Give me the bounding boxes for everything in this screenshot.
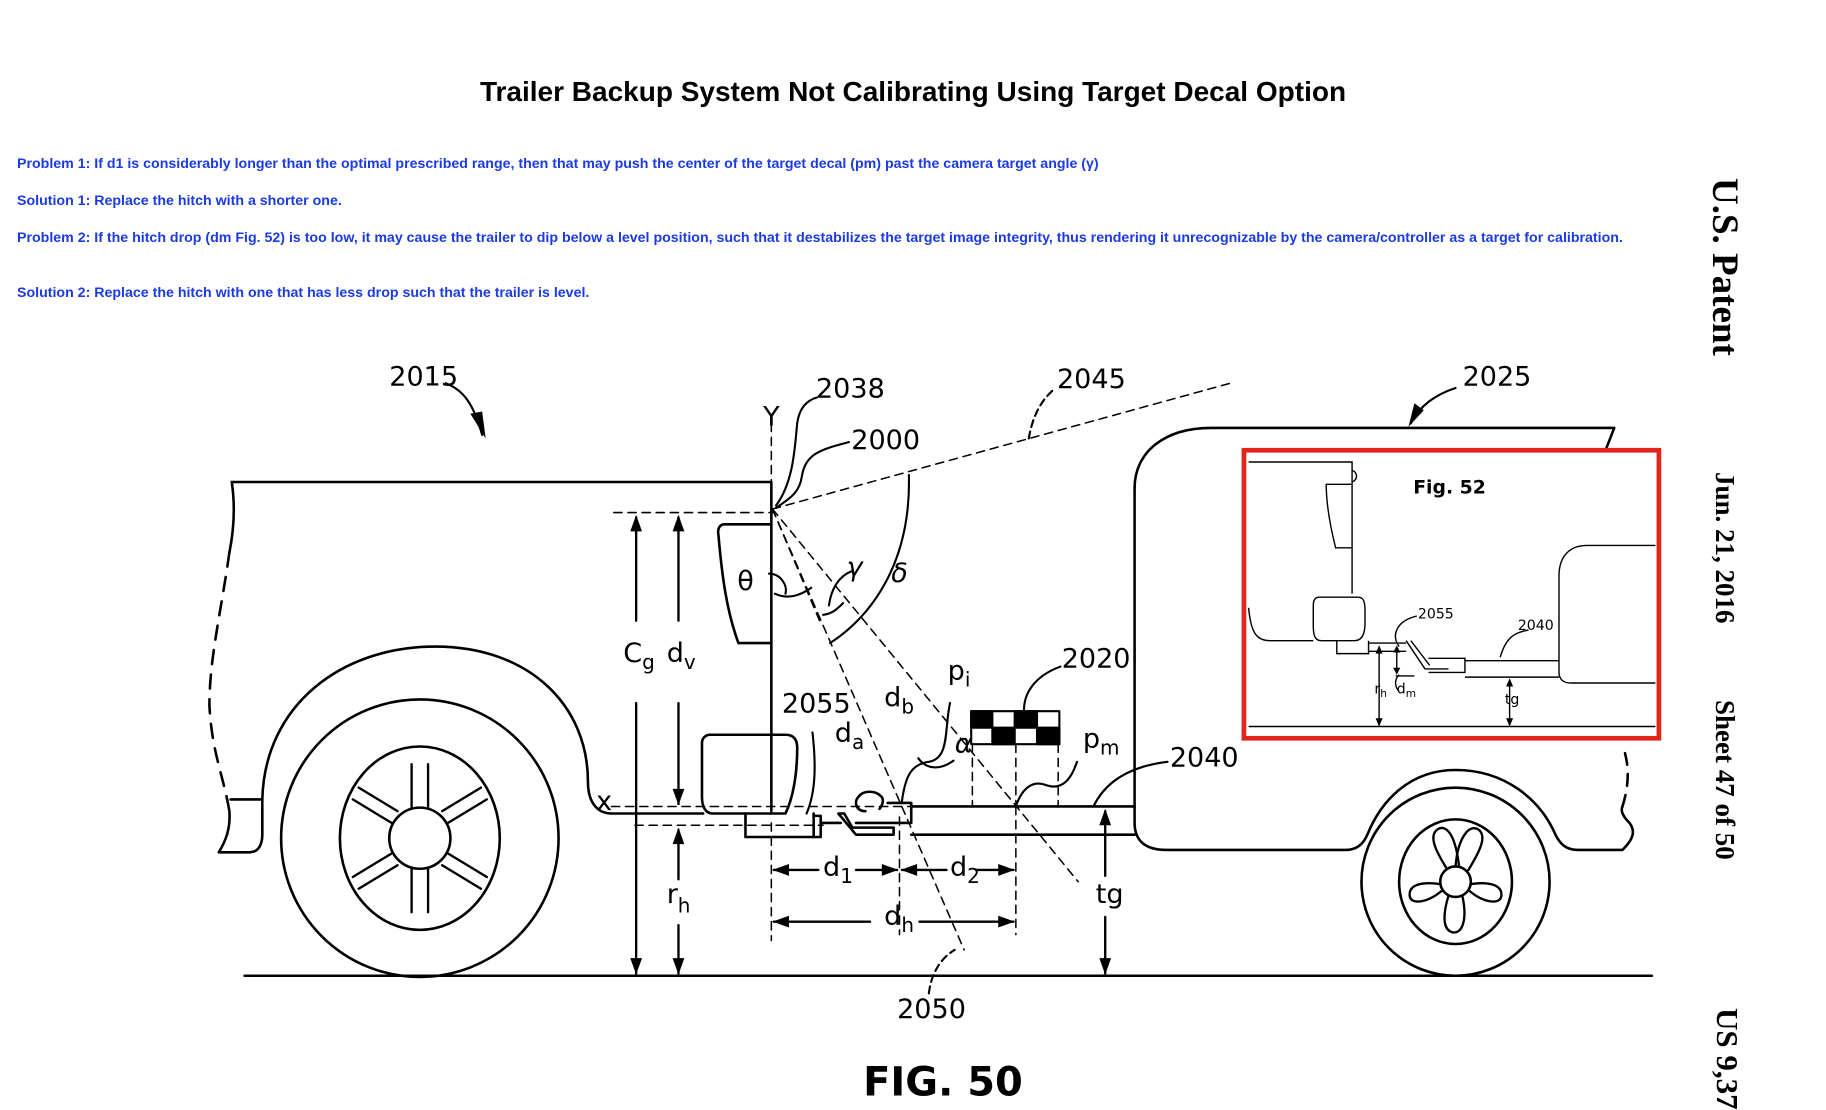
ref-2025-label: 2025 bbox=[1463, 362, 1532, 393]
theta-label: θ bbox=[737, 566, 754, 597]
y-axis-label: Y bbox=[762, 402, 780, 433]
ref-2038-label: 2038 bbox=[816, 373, 885, 404]
page-title: Trailer Backup System Not Calibrating Us… bbox=[479, 76, 1347, 107]
inset-ref-2040-label: 2040 bbox=[1518, 618, 1554, 634]
ref-2050-label: 2050 bbox=[897, 994, 966, 1025]
leader-lines bbox=[444, 382, 1457, 995]
alpha-label: α bbox=[955, 728, 973, 759]
ref-2000-label: 2000 bbox=[851, 425, 920, 456]
inset-title: Fig. 52 bbox=[1413, 478, 1486, 499]
problem-2-note: Problem 2: If the hitch drop (dm Fig. 52… bbox=[17, 230, 1623, 246]
solution-2-note: Solution 2: Replace the hitch with one t… bbox=[17, 285, 590, 301]
solution-1-note: Solution 1: Replace the hitch with a sho… bbox=[17, 193, 342, 209]
ref-2040-label: 2040 bbox=[1170, 742, 1239, 773]
problem-1-note: Problem 1: If d1 is considerably longer … bbox=[17, 156, 1099, 172]
ref-2045-label: 2045 bbox=[1057, 364, 1126, 395]
inset-tg-label: tg bbox=[1505, 692, 1519, 708]
dimension-arrows bbox=[634, 516, 1107, 975]
leader-arrowheads bbox=[470, 403, 1424, 439]
inset-dm-label: dm bbox=[1397, 682, 1416, 701]
ref-2055-label: 2055 bbox=[782, 688, 851, 719]
inset-ref-2055-label: 2055 bbox=[1418, 606, 1454, 622]
trailer-tongue bbox=[909, 805, 1136, 836]
rh-label: rh bbox=[667, 879, 691, 917]
trailer-body bbox=[1133, 426, 1635, 978]
arrowheads bbox=[630, 514, 1112, 975]
inset-highlight-box bbox=[1241, 447, 1662, 741]
inset-fig-52 bbox=[1241, 447, 1662, 741]
dv-label: dv bbox=[667, 638, 696, 674]
inset-rh-label: rh bbox=[1374, 682, 1387, 701]
d1-label: d1 bbox=[823, 852, 853, 888]
ref-2015-label: 2015 bbox=[389, 362, 458, 393]
target-decal bbox=[970, 710, 1061, 746]
x-axis-label: x bbox=[596, 786, 612, 817]
da-label: da bbox=[835, 718, 864, 754]
angle-arcs bbox=[767, 473, 955, 769]
gamma-label: γ bbox=[847, 552, 865, 583]
figure-labels: 2015 2038 2000 2045 2025 2020 2040 2055 … bbox=[389, 362, 1553, 1098]
ref-2020-label: 2020 bbox=[1062, 644, 1131, 675]
db-label: db bbox=[884, 683, 914, 719]
delta-label: δ bbox=[891, 558, 908, 589]
d2-label: d2 bbox=[950, 852, 980, 888]
cg-label: Cg bbox=[623, 638, 655, 674]
dh-label: dh bbox=[884, 901, 914, 937]
tow-vehicle bbox=[208, 480, 823, 979]
pm-label: pm bbox=[1083, 724, 1120, 760]
reference-lines bbox=[610, 381, 1236, 951]
pi-label: pi bbox=[948, 655, 971, 691]
figure-caption: FIG. 50 bbox=[863, 1060, 1023, 1098]
tg-label: tg bbox=[1096, 879, 1124, 910]
